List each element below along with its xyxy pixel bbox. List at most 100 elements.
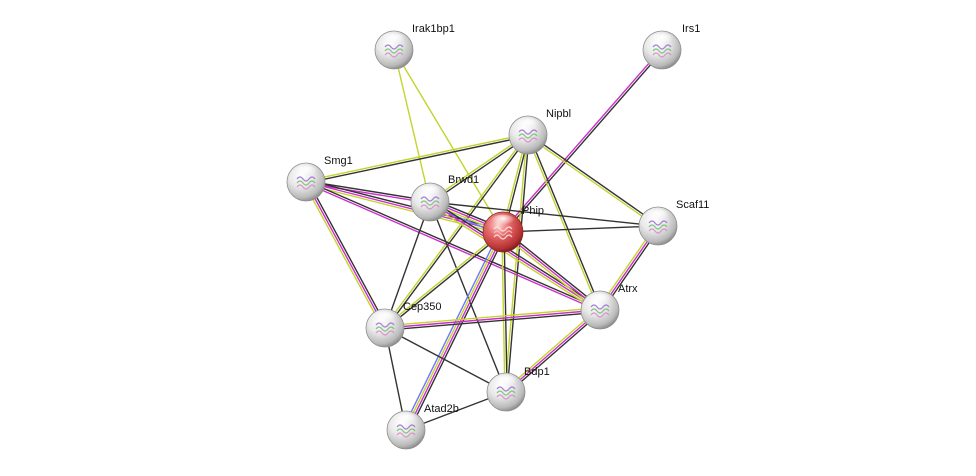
node-phip[interactable] xyxy=(482,211,524,253)
edge-nipbl-smg1 xyxy=(305,133,529,184)
edge-line-black xyxy=(305,180,431,202)
node-highlight xyxy=(294,165,318,178)
edge-line-yellow xyxy=(404,230,503,431)
edge-line-black xyxy=(384,327,507,393)
node-label-irak1bp1: Irak1bp1 xyxy=(412,23,455,35)
structure-stroke xyxy=(384,48,404,54)
node-cep350[interactable] xyxy=(365,308,405,348)
edge-line-yellow xyxy=(428,203,600,313)
edge-line-yellow xyxy=(526,134,600,312)
edge-brwd1-cep350 xyxy=(384,201,431,329)
structure-stroke xyxy=(652,52,672,58)
structure-stroke xyxy=(375,322,395,328)
node-label-cep350: Cep350 xyxy=(403,301,442,313)
edge-smg1-atrx xyxy=(304,180,602,312)
edge-line-black xyxy=(503,231,508,393)
edge-phip-bdp1 xyxy=(501,231,508,393)
protein-structure-icon xyxy=(493,226,513,240)
node-smg1[interactable] xyxy=(286,162,326,202)
node-label-irs1: Irs1 xyxy=(682,23,700,35)
edge-line-magenta xyxy=(305,181,386,329)
structure-stroke xyxy=(496,390,516,396)
edge-smg1-cep350 xyxy=(303,180,388,330)
edge-line-black xyxy=(429,201,659,227)
node-highlight xyxy=(588,293,612,306)
edge-nipbl-brwd1 xyxy=(428,133,530,204)
edge-line-yellow xyxy=(383,133,528,329)
node-atad2b[interactable] xyxy=(386,410,426,450)
node-label-smg1: Smg1 xyxy=(324,155,353,167)
edge-line-magenta xyxy=(505,309,601,393)
edge-line-black xyxy=(408,232,507,433)
edge-atrx-cep350 xyxy=(384,307,601,331)
protein-structure-icon xyxy=(420,196,440,210)
edge-irs1-phip xyxy=(501,48,664,234)
structure-stroke xyxy=(518,133,538,139)
edge-phip-atrx xyxy=(500,229,603,313)
node-label-bdp1: Bdp1 xyxy=(524,366,550,378)
structure-stroke xyxy=(493,230,513,236)
edge-line-black xyxy=(506,310,603,395)
structure-stroke xyxy=(652,44,672,50)
edge-line-magenta xyxy=(429,201,601,311)
structure-stroke xyxy=(590,312,610,318)
structure-stroke xyxy=(296,184,316,190)
edge-line-magenta xyxy=(305,181,504,233)
node-highlight xyxy=(382,33,406,46)
node-label-nipbl: Nipbl xyxy=(546,108,571,120)
node-highlight xyxy=(373,311,397,324)
edge-line-black xyxy=(305,135,529,184)
edge-line-black xyxy=(384,232,505,330)
structure-stroke xyxy=(396,428,416,434)
edge-irak1bp1-brwd1 xyxy=(393,49,431,203)
structure-stroke xyxy=(648,220,668,226)
edge-layer xyxy=(303,48,664,433)
node-highlight xyxy=(516,118,540,131)
edge-line-yellow xyxy=(303,182,384,330)
structure-stroke xyxy=(496,386,516,392)
edge-nipbl-bdp1 xyxy=(504,134,530,393)
structure-stroke xyxy=(518,137,538,143)
edge-line-black xyxy=(305,179,505,231)
structure-stroke xyxy=(375,326,395,332)
edge-line-black xyxy=(305,180,602,310)
edge-line-yellow xyxy=(383,230,504,328)
structure-stroke xyxy=(396,432,416,438)
edge-line-black xyxy=(528,133,602,311)
edge-line-magenta xyxy=(304,182,601,312)
edge-line-magenta xyxy=(406,231,505,432)
edge-line-yellow xyxy=(393,49,431,203)
node-atrx[interactable] xyxy=(580,290,620,330)
node-brwd1[interactable] xyxy=(410,182,450,222)
node-bdp1[interactable] xyxy=(486,372,526,412)
edge-line-black xyxy=(384,311,601,331)
edge-smg1-phip xyxy=(304,179,505,235)
structure-stroke xyxy=(396,424,416,430)
structure-stroke xyxy=(384,44,404,50)
edge-line-yellow xyxy=(500,233,600,313)
protein-structure-icon xyxy=(496,386,516,400)
node-scaf11[interactable] xyxy=(638,206,678,246)
node-label-brwd1: Brwd1 xyxy=(448,174,479,186)
edge-smg1-brwd1 xyxy=(305,180,431,204)
node-irak1bp1[interactable] xyxy=(374,30,414,70)
structure-stroke xyxy=(648,224,668,230)
structure-stroke xyxy=(420,200,440,206)
node-irs1[interactable] xyxy=(642,30,682,70)
node-highlight xyxy=(394,413,418,426)
edge-line-yellow xyxy=(305,133,529,182)
edge-line-black xyxy=(503,229,603,309)
structure-stroke xyxy=(493,234,513,240)
edge-nipbl-atrx xyxy=(526,133,602,312)
structure-stroke xyxy=(384,52,404,58)
structure-stroke xyxy=(420,204,440,210)
node-label-phip: Phip xyxy=(522,205,544,217)
edge-line-blue xyxy=(402,229,501,430)
edge-line-magenta xyxy=(501,48,662,232)
node-highlight xyxy=(646,209,670,222)
node-nipbl[interactable] xyxy=(508,115,548,155)
structure-stroke xyxy=(296,180,316,186)
edge-line-magenta xyxy=(502,231,601,311)
protein-structure-icon xyxy=(652,44,672,58)
